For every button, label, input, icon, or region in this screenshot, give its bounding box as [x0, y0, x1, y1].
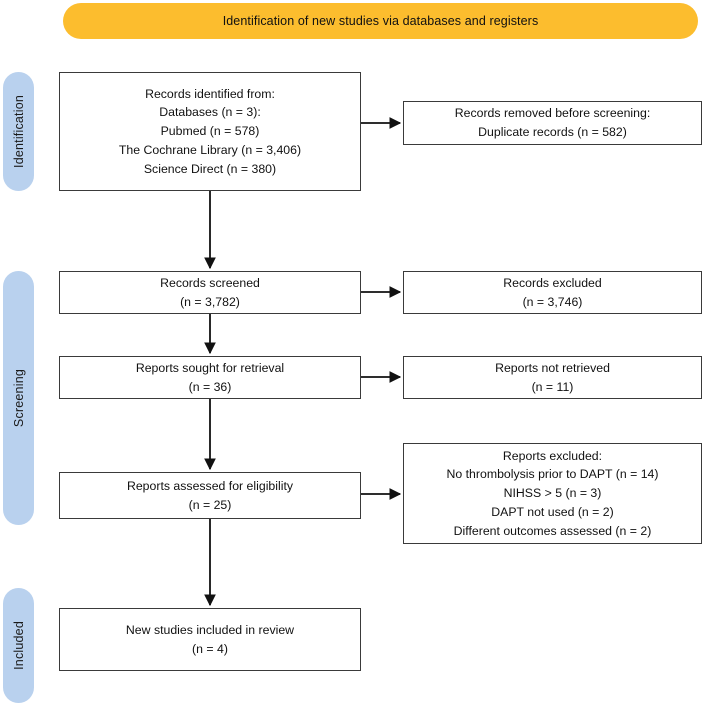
- box-reports-assessed-for-eligibility-text: Reports assessed for eligibility (n = 25…: [126, 478, 294, 512]
- box-records-identified-from: Records identified from: Databases (n = …: [59, 72, 361, 191]
- box-reports-not-retrieved: Reports not retrieved (n = 11): [403, 356, 702, 399]
- diagram-banner: Identification of new studies via databa…: [63, 3, 698, 39]
- box-records-screened: Records screened (n = 3,782): [59, 271, 361, 314]
- stage-tab-included-label: Included: [11, 621, 26, 670]
- box-records-removed-before-screening: Records removed before screening: Duplic…: [403, 101, 702, 145]
- box-new-studies-included-in-review-text: New studies included in review (n = 4): [125, 622, 295, 656]
- box-reports-excluded-reasons-text: Reports excluded: No thrombolysis prior …: [446, 448, 659, 538]
- box-reports-not-retrieved-text: Reports not retrieved (n = 11): [495, 360, 610, 394]
- stage-tab-screening-label: Screening: [11, 368, 26, 428]
- stage-tab-identification: Identification: [3, 72, 34, 191]
- box-reports-sought-for-retrieval-text: Reports sought for retrieval (n = 36): [135, 360, 285, 394]
- box-new-studies-included-in-review: New studies included in review (n = 4): [59, 608, 361, 671]
- box-records-screened-text: Records screened (n = 3,782): [160, 275, 260, 309]
- stage-tab-identification-label: Identification: [11, 95, 26, 168]
- box-reports-assessed-for-eligibility: Reports assessed for eligibility (n = 25…: [59, 472, 361, 519]
- stage-tab-included: Included: [3, 588, 34, 703]
- box-records-identified-from-text: Records identified from: Databases (n = …: [118, 86, 302, 176]
- box-records-excluded: Records excluded (n = 3,746): [403, 271, 702, 314]
- banner-title: Identification of new studies via databa…: [222, 14, 539, 28]
- box-reports-sought-for-retrieval: Reports sought for retrieval (n = 36): [59, 356, 361, 399]
- box-reports-excluded-reasons: Reports excluded: No thrombolysis prior …: [403, 443, 702, 544]
- stage-tab-screening: Screening: [3, 271, 34, 525]
- box-records-removed-before-screening-text: Records removed before screening: Duplic…: [454, 106, 651, 139]
- box-records-excluded-text: Records excluded (n = 3,746): [503, 275, 602, 309]
